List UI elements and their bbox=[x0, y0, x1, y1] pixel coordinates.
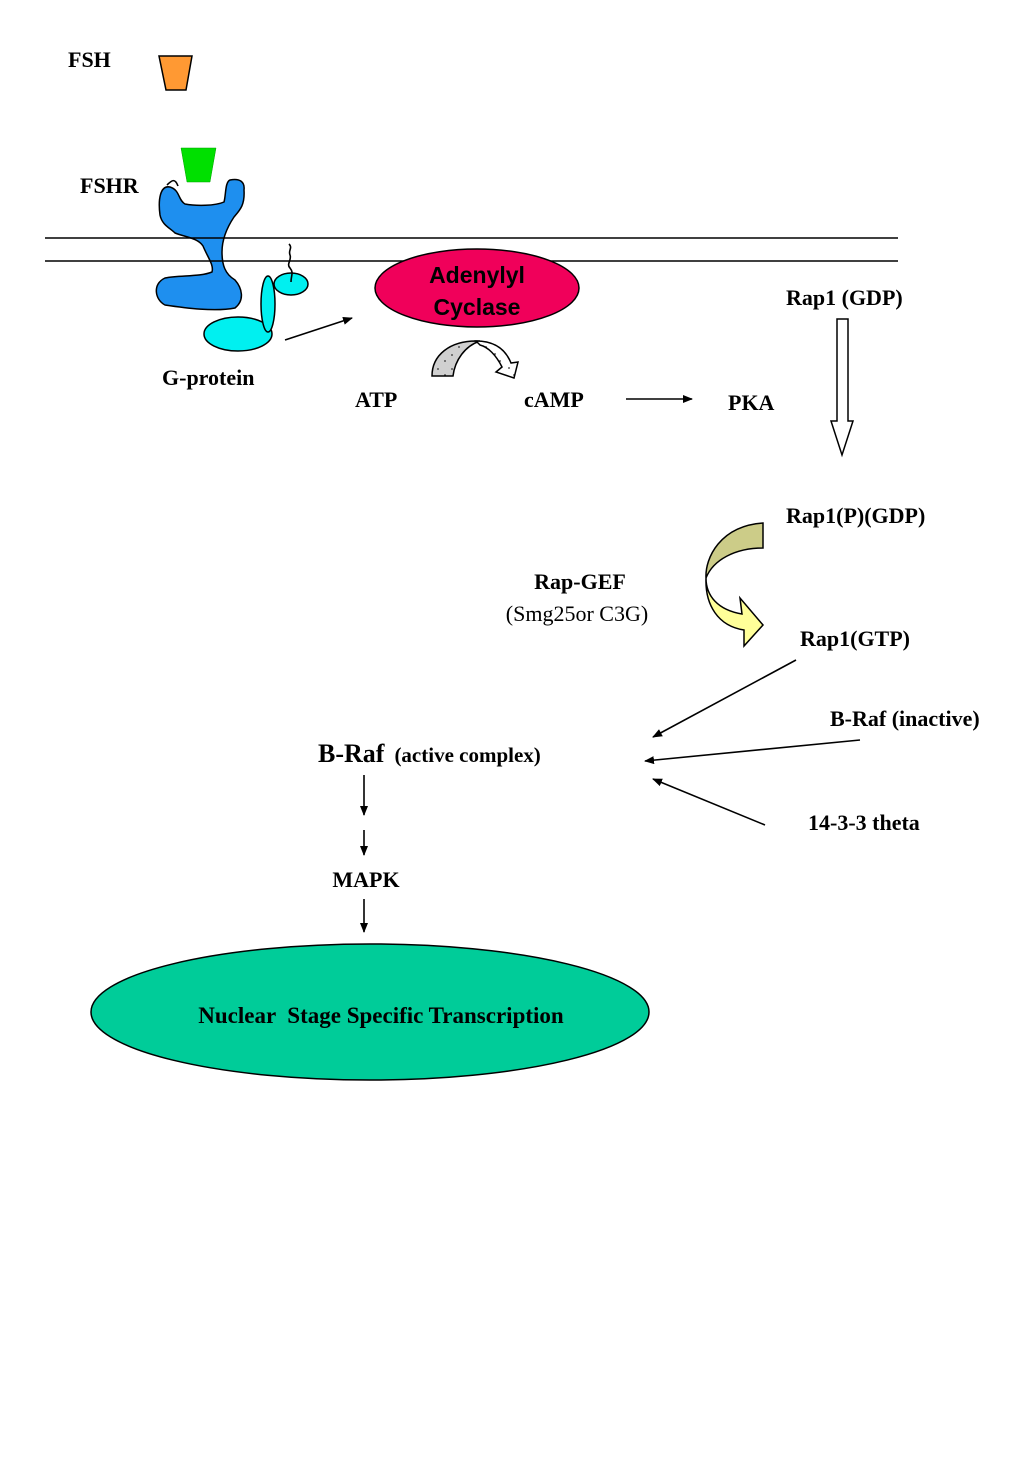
camp-label: cAMP bbox=[524, 387, 584, 412]
gef-curved-arrow-lower bbox=[705, 577, 764, 648]
arrow-brafinactive-to-braf bbox=[644, 739, 861, 765]
braf-inactive-label: B-Raf (inactive) bbox=[830, 706, 980, 731]
nucleus-shape bbox=[90, 943, 650, 1081]
fshr-tail-curl bbox=[166, 179, 179, 187]
pka-label: PKA bbox=[728, 390, 775, 415]
rap1-p-gdp-label: Rap1(P)(GDP) bbox=[786, 503, 925, 528]
mapk-label: MAPK bbox=[332, 867, 399, 892]
braf-active-main-text: B-Raf bbox=[318, 739, 385, 768]
arrow-theta-to-braf bbox=[652, 778, 766, 826]
g-protein-alpha-subunit bbox=[203, 316, 273, 352]
adenylyl-cyclase-label-line2: Cyclase bbox=[434, 294, 521, 320]
rap1-gtp-label: Rap1(GTP) bbox=[800, 626, 910, 651]
rap-gef-label: Rap-GEF bbox=[534, 569, 626, 594]
fshr-label: FSHR bbox=[80, 173, 140, 198]
fshr-receptor-shape bbox=[155, 178, 245, 311]
fsh-ligand-shape bbox=[158, 55, 193, 91]
gef-curved-arrow-upper bbox=[705, 522, 764, 579]
adenylyl-cyclase-shape bbox=[374, 248, 580, 328]
arrow-rap1gtp-to-braf bbox=[652, 659, 797, 738]
braf-active-label: B-Raf (active complex) bbox=[318, 739, 541, 768]
g-protein-label: G-protein bbox=[162, 365, 254, 390]
nucleus-label: Nuclear Stage Specific Transcription bbox=[198, 1003, 564, 1028]
atp-to-camp-curved-arrow-left bbox=[431, 340, 481, 377]
theta-label: 14-3-3 theta bbox=[808, 810, 920, 835]
adenylyl-cyclase-label-line1: Adenylyl bbox=[429, 262, 525, 288]
braf-active-sub-text: (active complex) bbox=[394, 743, 540, 767]
rap1-gdp-label: Rap1 (GDP) bbox=[786, 285, 903, 310]
fsh-label: FSH bbox=[68, 47, 111, 72]
atp-to-camp-curved-arrow-right bbox=[474, 340, 519, 379]
rap1-hollow-down-arrow bbox=[829, 318, 855, 458]
rap-gef-sublabel: (Smg25or C3G) bbox=[506, 601, 648, 626]
g-protein-beta-subunit bbox=[260, 275, 276, 333]
arrow-gprotein-to-cyclase bbox=[284, 317, 353, 341]
g-protein-lipid-anchor bbox=[287, 243, 293, 283]
g-protein-gamma-subunit bbox=[273, 272, 309, 296]
atp-label: ATP bbox=[355, 387, 397, 412]
fshr-binding-site-shape bbox=[180, 147, 217, 183]
